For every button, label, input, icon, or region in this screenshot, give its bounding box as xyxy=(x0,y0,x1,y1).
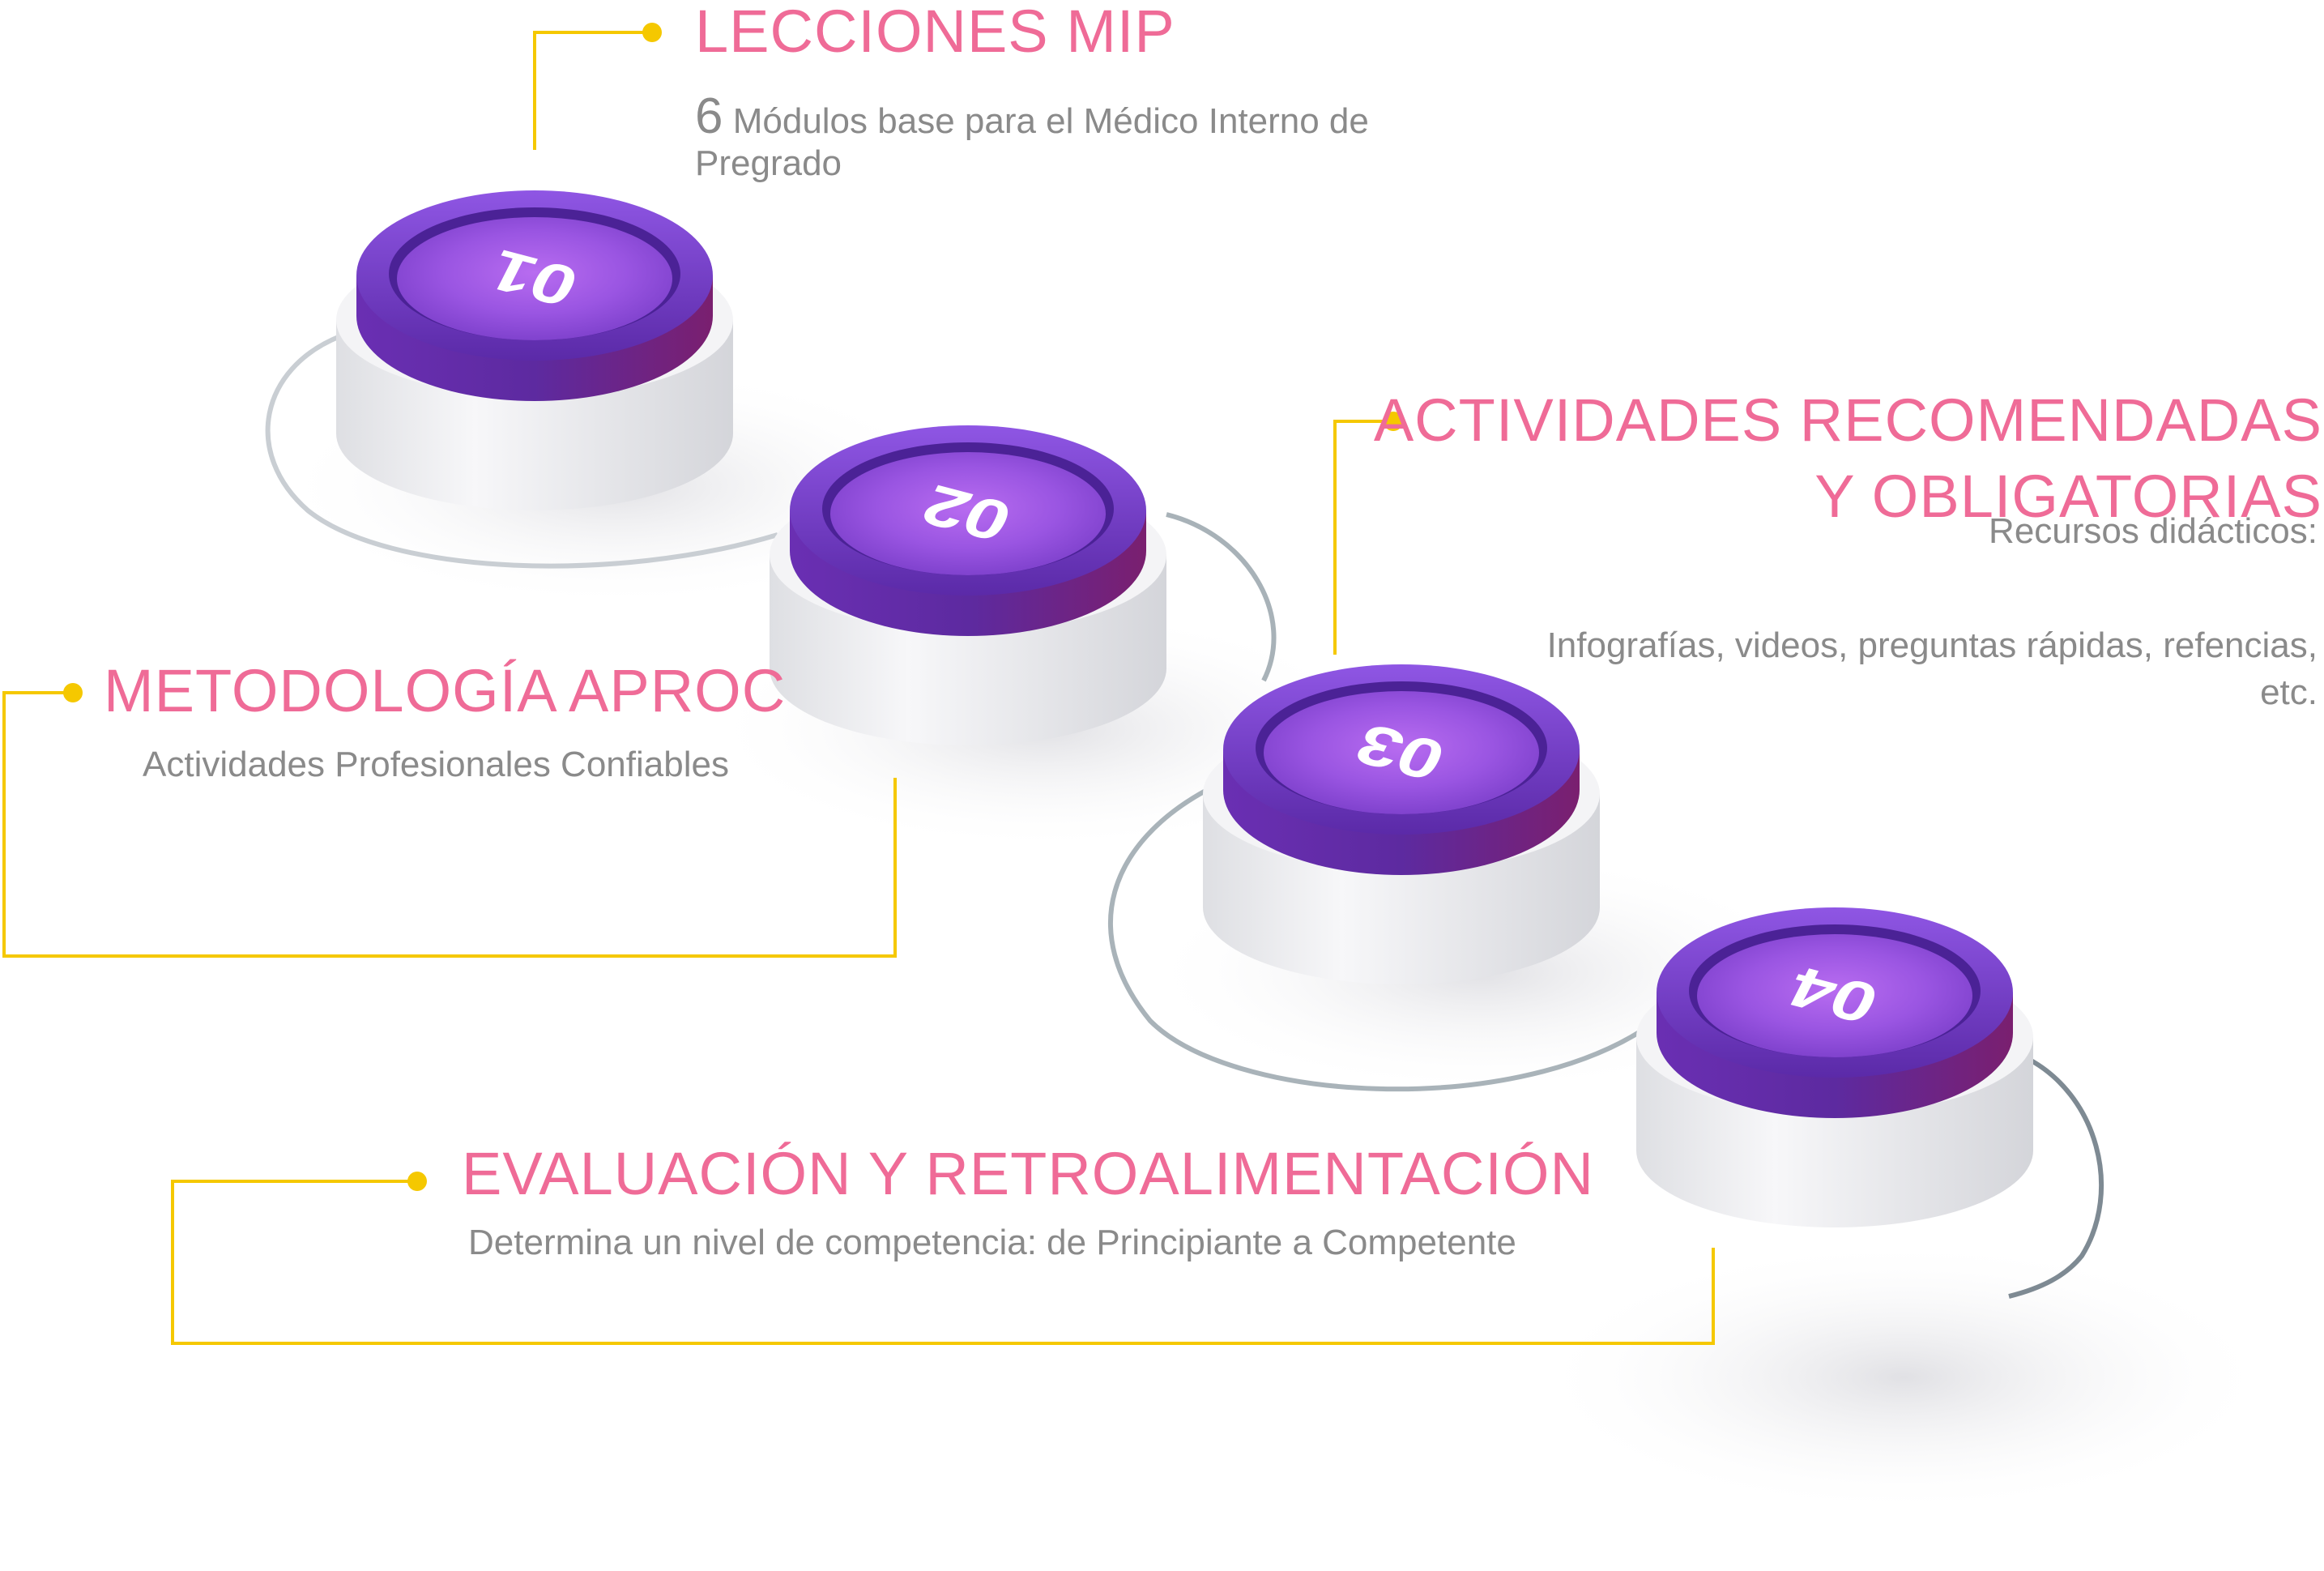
step-1-desc-text: Módulos base para el Médico Interno de P… xyxy=(695,101,1369,184)
step-node-2: 02 xyxy=(770,425,1166,745)
connector-4 xyxy=(171,1180,1715,1345)
connector-3 xyxy=(1333,420,1393,655)
disc-face xyxy=(1264,691,1539,814)
connectors xyxy=(2,23,1715,1345)
step-node-1: 01 xyxy=(336,190,733,510)
step-4-title: EVALUACIÓN Y RETROALIMENTACIÓN xyxy=(462,1140,1594,1207)
disc-face xyxy=(1697,934,1972,1057)
connector-dot-1 xyxy=(642,23,662,42)
step-1-description: 6 Módulos base para el Médico Interno de… xyxy=(695,88,1473,184)
step-3-description-line2: Infografías, videos, preguntas rápidas, … xyxy=(1546,625,2318,665)
orbit-ring-1 xyxy=(265,334,778,569)
step-node-4: 04 xyxy=(1636,907,2033,1227)
step-4-description: Determina un nivel de competencia: de Pr… xyxy=(468,1223,1516,1262)
step-3-description-line3: etc. xyxy=(2260,672,2318,712)
disc-face xyxy=(830,452,1106,575)
disc-face xyxy=(397,217,672,340)
step-3-description-line1: Recursos didácticos: xyxy=(1989,511,2318,551)
connector-dot-4 xyxy=(407,1172,427,1191)
step-node-3: 03 xyxy=(1203,664,1600,984)
orbit-ring-3 xyxy=(1108,788,1646,1092)
orbit-ring-2 xyxy=(1166,512,1277,682)
step-3-title-line2: Y OBLIGATORIAS xyxy=(1814,463,2322,530)
orbit-ring-4 xyxy=(2008,1055,2104,1299)
step-1-desc-number: 6 xyxy=(695,88,723,144)
orbit-rings xyxy=(265,334,2104,1299)
step-2-description: Actividades Profesionales Confiables xyxy=(143,745,729,784)
connector-dot-3 xyxy=(1384,412,1403,431)
step-2-title: METODOLOGÍA APROC xyxy=(104,657,787,724)
connector-1 xyxy=(533,31,652,150)
step-3-title-line1: ACTIVIDADES RECOMENDADAS xyxy=(1373,386,2322,454)
step-1-title: LECCIONES MIP xyxy=(695,0,1175,65)
connector-dot-2 xyxy=(63,683,83,702)
connector-2 xyxy=(2,691,897,958)
